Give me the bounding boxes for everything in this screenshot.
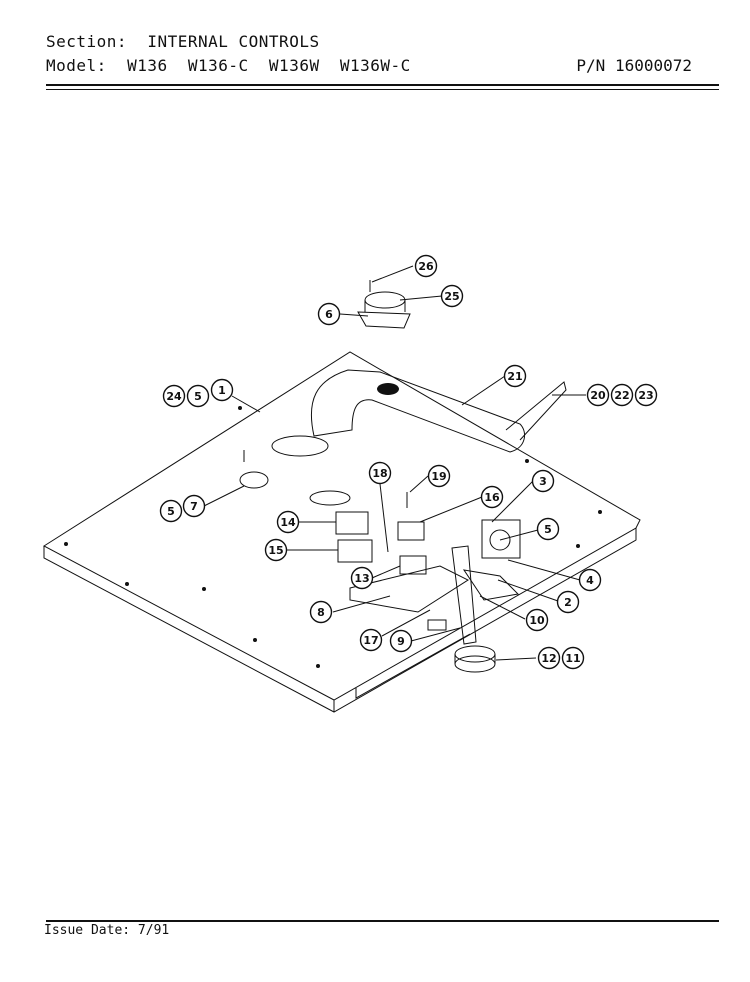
- part-callout-5: 5: [159, 499, 183, 523]
- svg-text:23: 23: [638, 389, 653, 402]
- part-callout-24: 24: [162, 384, 186, 408]
- svg-text:15: 15: [268, 544, 283, 557]
- part-callout-13: 13: [350, 566, 374, 590]
- part-callout-22: 22: [610, 383, 634, 407]
- header-rule-top: [46, 84, 719, 86]
- part-callout-7: 7: [182, 494, 206, 518]
- part-callout-12: 12: [537, 646, 561, 670]
- svg-text:2: 2: [564, 596, 572, 609]
- plate-opening: [271, 435, 329, 457]
- section-value: INTERNAL CONTROLS: [147, 32, 320, 51]
- svg-text:11: 11: [565, 652, 580, 665]
- part-callout-20: 20: [586, 383, 610, 407]
- svg-text:7: 7: [190, 500, 198, 513]
- svg-text:20: 20: [590, 389, 606, 402]
- base-plate: [43, 351, 641, 713]
- footer-rule: [46, 920, 719, 922]
- svg-text:10: 10: [529, 614, 545, 627]
- lever-assembly: [427, 545, 496, 673]
- part-callout-9: 9: [389, 629, 413, 653]
- svg-text:8: 8: [317, 606, 325, 619]
- model-list: W136 W136-C W136W W136W-C: [127, 56, 411, 75]
- part-callout-1: 1: [210, 378, 234, 402]
- model-label: Model:: [46, 56, 107, 75]
- part-callout-16: 16: [480, 485, 504, 509]
- part-callout-15: 15: [264, 538, 288, 562]
- svg-text:6: 6: [325, 308, 333, 321]
- thermostat: [357, 291, 411, 329]
- plate-opening: [309, 490, 351, 506]
- svg-text:3: 3: [539, 475, 547, 488]
- part-number: P/N 16000072: [576, 56, 692, 75]
- part-callout-25: 25: [440, 284, 464, 308]
- svg-text:18: 18: [372, 467, 387, 480]
- part-callout-11: 11: [561, 646, 585, 670]
- thermostat-small: [239, 471, 269, 489]
- svg-text:1: 1: [218, 384, 226, 397]
- callout-layer: 26 25 6 21 24 5 1 20 22 23 18 19 3 16 5 7 14 5 15 4 13 2 8 10 17…: [159, 254, 658, 670]
- section-heading: Section: INTERNAL CONTROLS: [46, 32, 320, 51]
- issue-date: Issue Date: 7/91: [44, 923, 170, 938]
- svg-text:16: 16: [484, 491, 500, 504]
- part-callout-8: 8: [309, 600, 333, 624]
- svg-text:26: 26: [418, 260, 434, 273]
- svg-text:4: 4: [586, 574, 594, 587]
- svg-text:17: 17: [363, 634, 378, 647]
- part-callout-26: 26: [414, 254, 438, 278]
- model-heading: Model: W136 W136-C W136W W136W-C: [46, 56, 411, 75]
- svg-text:5: 5: [194, 390, 202, 403]
- svg-text:14: 14: [280, 516, 296, 529]
- part-callout-17: 17: [359, 628, 383, 652]
- svg-text:5: 5: [544, 523, 552, 536]
- svg-text:25: 25: [444, 290, 459, 303]
- svg-text:24: 24: [166, 390, 182, 403]
- part-callout-6: 6: [317, 302, 341, 326]
- svg-text:9: 9: [397, 635, 405, 648]
- section-label: Section:: [46, 32, 128, 51]
- svg-text:13: 13: [354, 572, 369, 585]
- part-callout-14: 14: [276, 510, 300, 534]
- part-callout-5: 5: [186, 384, 210, 408]
- leader-lines: [203, 265, 586, 661]
- air-duct: [310, 369, 567, 453]
- part-callout-21: 21: [503, 364, 527, 388]
- part-callout-23: 23: [634, 383, 658, 407]
- svg-text:19: 19: [431, 470, 446, 483]
- part-callout-5: 5: [536, 517, 560, 541]
- part-callout-2: 2: [556, 590, 580, 614]
- svg-text:21: 21: [507, 370, 522, 383]
- part-callout-19: 19: [427, 464, 451, 488]
- svg-text:22: 22: [614, 389, 629, 402]
- header-rule-bottom: [46, 89, 719, 90]
- part-callout-18: 18: [368, 461, 392, 485]
- part-callout-10: 10: [525, 608, 549, 632]
- svg-text:5: 5: [167, 505, 175, 518]
- part-callout-3: 3: [531, 469, 555, 493]
- switch-assembly: [335, 511, 521, 613]
- svg-text:12: 12: [541, 652, 556, 665]
- part-callout-4: 4: [578, 568, 602, 592]
